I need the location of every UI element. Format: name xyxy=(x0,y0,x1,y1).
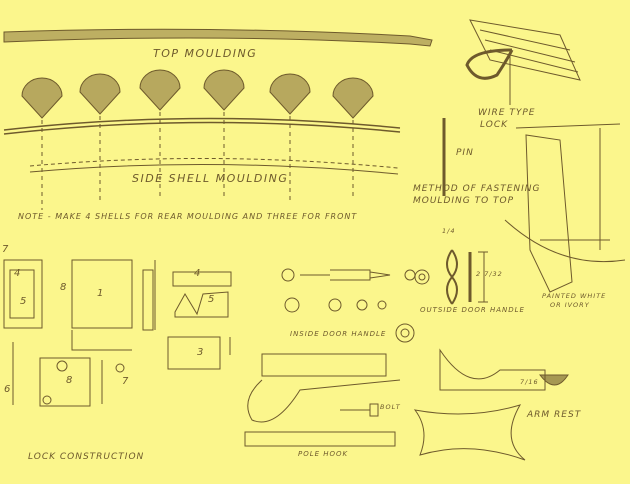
inside-door-handle-drawing xyxy=(281,268,416,343)
lock-construction-label: LOCK CONSTRUCTION xyxy=(28,452,145,462)
part-number: 4 xyxy=(14,268,22,279)
bolt-label: BOLT xyxy=(380,403,401,411)
side-shell-moulding-label: SIDE SHELL MOULDING xyxy=(132,172,289,185)
handle-width-dimension: 1/4 xyxy=(442,227,456,235)
pin-label: PIN xyxy=(456,148,474,158)
part-number: 6 xyxy=(4,384,12,395)
part-number: 3 xyxy=(197,347,205,358)
wire-type-lock-label: WIRE TYPE xyxy=(478,108,536,118)
top-moulding-drawing xyxy=(3,28,433,47)
handle-height-dimension: 2 7/32 xyxy=(476,270,503,278)
part-number: 7 xyxy=(122,376,130,387)
arm-rest-height-dimension: 7/16 xyxy=(520,378,539,386)
pole-hook-label: POLE HOOK xyxy=(298,450,349,458)
inside-door-handle-label: INSIDE DOOR HANDLE xyxy=(290,330,387,338)
outside-door-handle-drawing xyxy=(414,249,488,305)
part-number: 8 xyxy=(60,282,68,293)
method-label-2: MOULDING TO TOP xyxy=(413,196,515,206)
part-number: 5 xyxy=(20,296,28,307)
lock-construction-drawing xyxy=(3,259,232,407)
part-number: 8 xyxy=(66,375,74,386)
arm-rest-drawing xyxy=(413,348,569,461)
wire-type-lock-drawing xyxy=(465,19,581,105)
part-number: 1 xyxy=(97,288,105,299)
painted-label-1: PAINTED WHITE xyxy=(542,292,607,300)
top-moulding-label: TOP MOULDING xyxy=(153,47,258,60)
sedan-chair-sketch xyxy=(504,123,626,293)
note-label: NOTE - MAKE 4 SHELLS FOR REAR MOULDING A… xyxy=(18,212,358,221)
side-shell-moulding-drawing xyxy=(3,69,401,210)
method-label-1: METHOD OF FASTENING xyxy=(413,184,541,194)
part-number: 7 xyxy=(2,244,10,255)
part-number: 4 xyxy=(194,268,202,279)
part-number: 5 xyxy=(208,294,216,305)
painted-label-2: OR IVORY xyxy=(550,301,590,309)
outside-door-handle-label: OUTSIDE DOOR HANDLE xyxy=(420,306,525,314)
arm-rest-label: ARM REST xyxy=(527,410,582,420)
pole-hook-drawing xyxy=(244,353,401,447)
wire-type-lock-label-2: LOCK xyxy=(480,120,509,130)
